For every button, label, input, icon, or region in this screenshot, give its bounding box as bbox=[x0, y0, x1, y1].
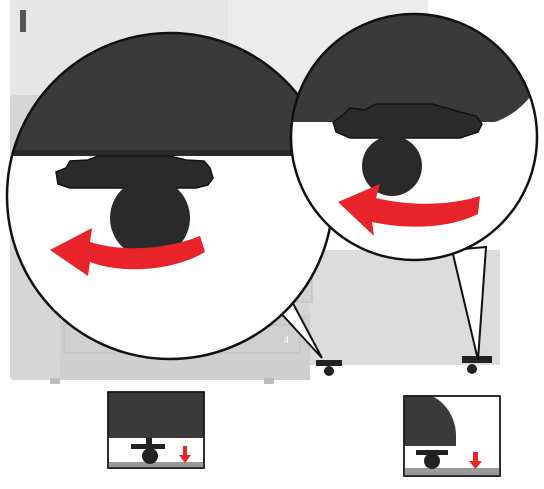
right-panel-floor bbox=[404, 468, 500, 476]
right-panel-caster-wheel-icon bbox=[424, 453, 440, 469]
caster-left-floor bbox=[316, 360, 342, 376]
right-detail-panel bbox=[404, 396, 500, 476]
printer-foot-left bbox=[50, 378, 60, 384]
left-panel-printer-bottom bbox=[108, 392, 204, 438]
right-caster-wheel-icon bbox=[362, 136, 422, 196]
left-slot bbox=[20, 10, 26, 32]
tray-4-label: 4 bbox=[284, 335, 289, 345]
left-detail-panel bbox=[108, 392, 204, 468]
left-panel-floor bbox=[108, 462, 204, 468]
printer-foot-right bbox=[264, 378, 274, 384]
left-panel-caster-plate bbox=[131, 444, 165, 449]
left-panel-caster-wheel-icon bbox=[142, 448, 158, 464]
